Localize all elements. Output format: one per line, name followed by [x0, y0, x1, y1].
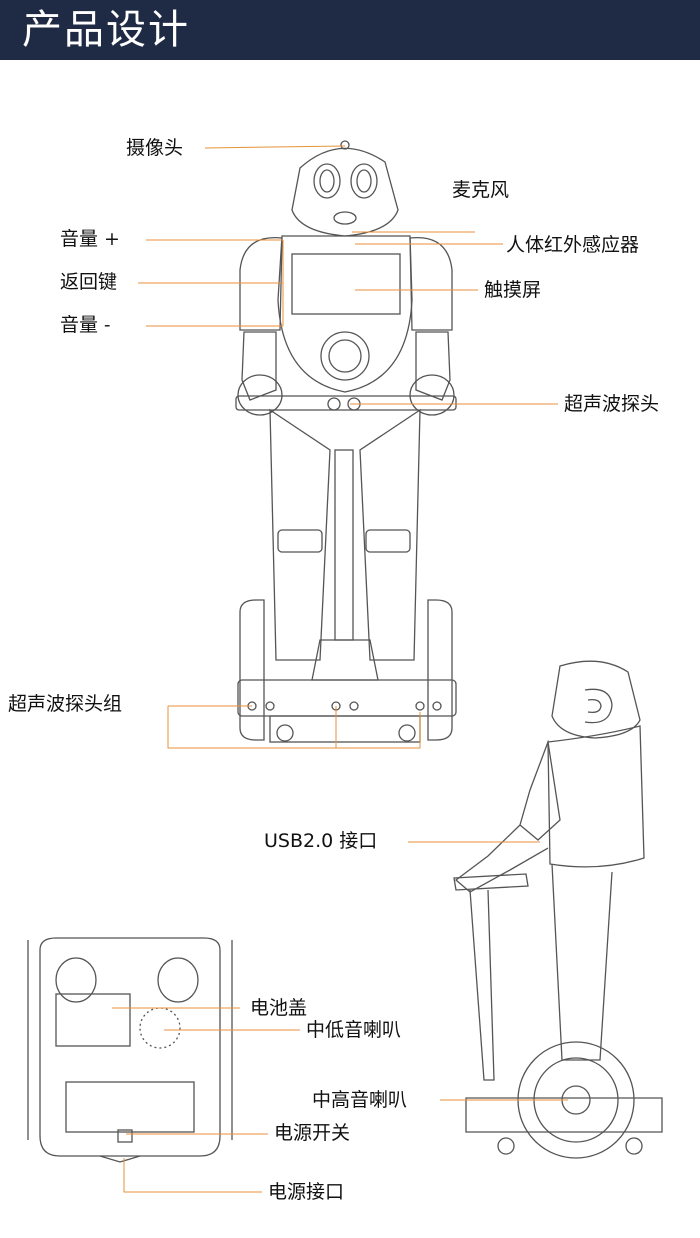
label-volume-down: 音量 -: [60, 314, 111, 336]
label-mid-low-speaker: 中低音喇叭: [306, 1019, 402, 1041]
side-view-robot: [453, 660, 663, 1159]
leader-lines: [112, 145, 568, 1193]
label-battery-cover: 电池盖: [250, 997, 308, 1019]
label-power-switch: 电源开关: [274, 1122, 351, 1144]
front-view-robot: [235, 140, 457, 743]
page-header: 产品设计: [0, 0, 700, 60]
label-touchscreen: 触摸屏: [484, 279, 542, 301]
label-ir-sensor: 人体红外感应器: [506, 234, 640, 256]
label-power-port: 电源接口: [268, 1181, 345, 1203]
page-title: 产品设计: [22, 7, 190, 53]
label-volume-up: 音量 +: [60, 228, 120, 250]
label-microphone: 麦克风: [452, 179, 510, 201]
label-ultrasonic-group: 超声波探头组: [8, 693, 123, 715]
label-back-key: 返回键: [60, 271, 118, 293]
label-usb-port: USB2.0 接口: [264, 830, 378, 852]
label-ultrasonic-probe: 超声波探头: [564, 393, 660, 415]
bottom-view-robot: [27, 937, 233, 1163]
label-camera: 摄像头: [126, 137, 184, 159]
label-mid-high-speaker: 中高音喇叭: [312, 1089, 408, 1111]
